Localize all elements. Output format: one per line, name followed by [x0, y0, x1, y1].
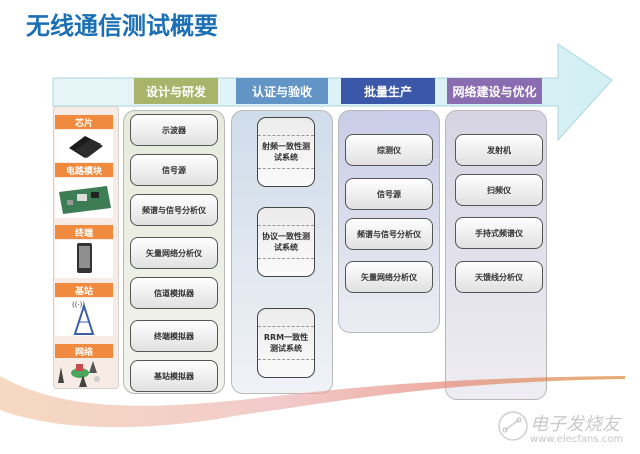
- svg-text:((·)): ((·)): [72, 301, 85, 309]
- category-basestation-label: 基站: [55, 283, 113, 297]
- network-icon: [55, 359, 113, 387]
- page-title: 无线通信测试概要: [26, 12, 218, 40]
- watermark-brand: 电子发烧友: [530, 414, 620, 435]
- cell-tower-icon: ((·)): [55, 298, 113, 336]
- instrument-box: 矢量网络分析仪: [130, 237, 218, 269]
- category-circuit-label: 电路模块: [55, 163, 113, 177]
- instrument-box: 示波器: [130, 114, 218, 146]
- category-network-label: 网络: [55, 344, 113, 358]
- category-terminal-label: 终端: [55, 225, 113, 239]
- watermark-logo-icon: [498, 411, 528, 441]
- test-system-box: 射频一致性测试系统: [257, 117, 315, 187]
- instrument-box: 信号源: [130, 154, 218, 186]
- instrument-box: 基站模拟器: [130, 360, 218, 392]
- watermark-url: www.elecfans.com: [530, 434, 624, 445]
- phone-icon: [55, 240, 113, 278]
- instrument-box: 综测仪: [345, 134, 433, 166]
- circuit-board-icon: [55, 178, 113, 218]
- test-system-box: 协议一致性测试系统: [257, 207, 315, 277]
- instrument-box: 信号源: [345, 178, 433, 210]
- phase-design: 设计与研发: [134, 78, 218, 104]
- instrument-box: 信道模拟器: [130, 277, 218, 309]
- phase-certification: 认证与验收: [236, 78, 328, 104]
- instrument-box: 发射机: [455, 134, 543, 166]
- chip-icon: [55, 130, 113, 162]
- instrument-box: 频谱与信号分析仪: [345, 218, 433, 250]
- decorative-swoosh: [0, 376, 625, 428]
- phase-production: 批量生产: [341, 78, 435, 104]
- instrument-box: 天馈线分析仪: [455, 261, 543, 293]
- test-system-box: RRM一致性测试系统: [257, 308, 315, 378]
- category-chip-label: 芯片: [55, 115, 113, 129]
- instrument-box: 终端模拟器: [130, 320, 218, 352]
- instrument-box: 频谱与信号分析仪: [130, 194, 218, 226]
- instrument-box: 矢量网络分析仪: [345, 261, 433, 293]
- instrument-box: 扫频仪: [455, 174, 543, 206]
- instrument-box: 手持式频谱仪: [455, 217, 543, 249]
- phase-network: 网络建设与优化: [447, 78, 542, 104]
